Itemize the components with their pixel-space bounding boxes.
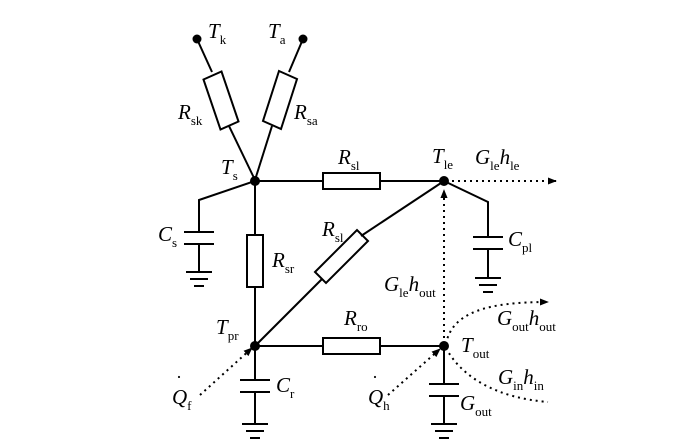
qh-dot: · [372, 367, 378, 387]
node-tout [439, 341, 449, 351]
label-gle-hout: Glehout [384, 272, 436, 300]
label-cs: Cs [158, 222, 177, 250]
label-qh: Qh [368, 385, 390, 413]
label-cpl: Cpl [508, 227, 533, 255]
capacitor-cr [240, 346, 270, 439]
ground-icon [431, 423, 457, 439]
ground-icon [475, 277, 501, 293]
resistor-rsk [202, 70, 240, 131]
qf-dot: · [176, 367, 182, 387]
label-gout: Gout [460, 391, 492, 419]
label-rsr: Rsr [271, 248, 295, 276]
node-tle [439, 176, 449, 186]
ground-icon [186, 271, 212, 287]
label-cr: Cr [276, 373, 295, 401]
label-ta: Ta [268, 19, 286, 47]
label-rsl-diag: Rsl [321, 217, 344, 245]
label-tpr: Tpr [216, 315, 239, 343]
node-tpr [250, 341, 260, 351]
label-gin-hin: Ginhin [498, 365, 544, 393]
flow-arrow-qf [199, 347, 253, 396]
resistor-rsl-top [322, 172, 381, 190]
node-ta [298, 34, 308, 44]
capacitor-cs [184, 180, 256, 287]
label-gle-hle: Glehle [475, 145, 520, 173]
flow-arrow-qh [387, 348, 441, 396]
resistor-rsa [261, 69, 299, 131]
resistor-rro [322, 337, 381, 355]
label-tout: Tout [461, 333, 490, 361]
label-ts: Ts [221, 155, 238, 183]
resistor-rsl-diag [313, 228, 370, 285]
label-gout-hout: Gouthout [497, 306, 556, 334]
label-tle: Tle [432, 144, 453, 172]
capacitor-cpl [443, 180, 503, 293]
rsk-branch [196, 38, 256, 181]
label-rsl-top: Rsl [337, 145, 360, 173]
ground-icon [242, 423, 268, 439]
node-tk [192, 34, 202, 44]
label-rro: Rro [343, 306, 368, 334]
node-ts [250, 176, 260, 186]
label-rsk: Rsk [177, 100, 203, 128]
label-qf: Qf [172, 385, 192, 413]
label-rsa: Rsa [293, 100, 318, 128]
resistor-rsr [246, 234, 264, 288]
capacitor-gout [429, 346, 459, 439]
rsa-branch [254, 38, 304, 181]
label-tk: Tk [208, 19, 227, 47]
